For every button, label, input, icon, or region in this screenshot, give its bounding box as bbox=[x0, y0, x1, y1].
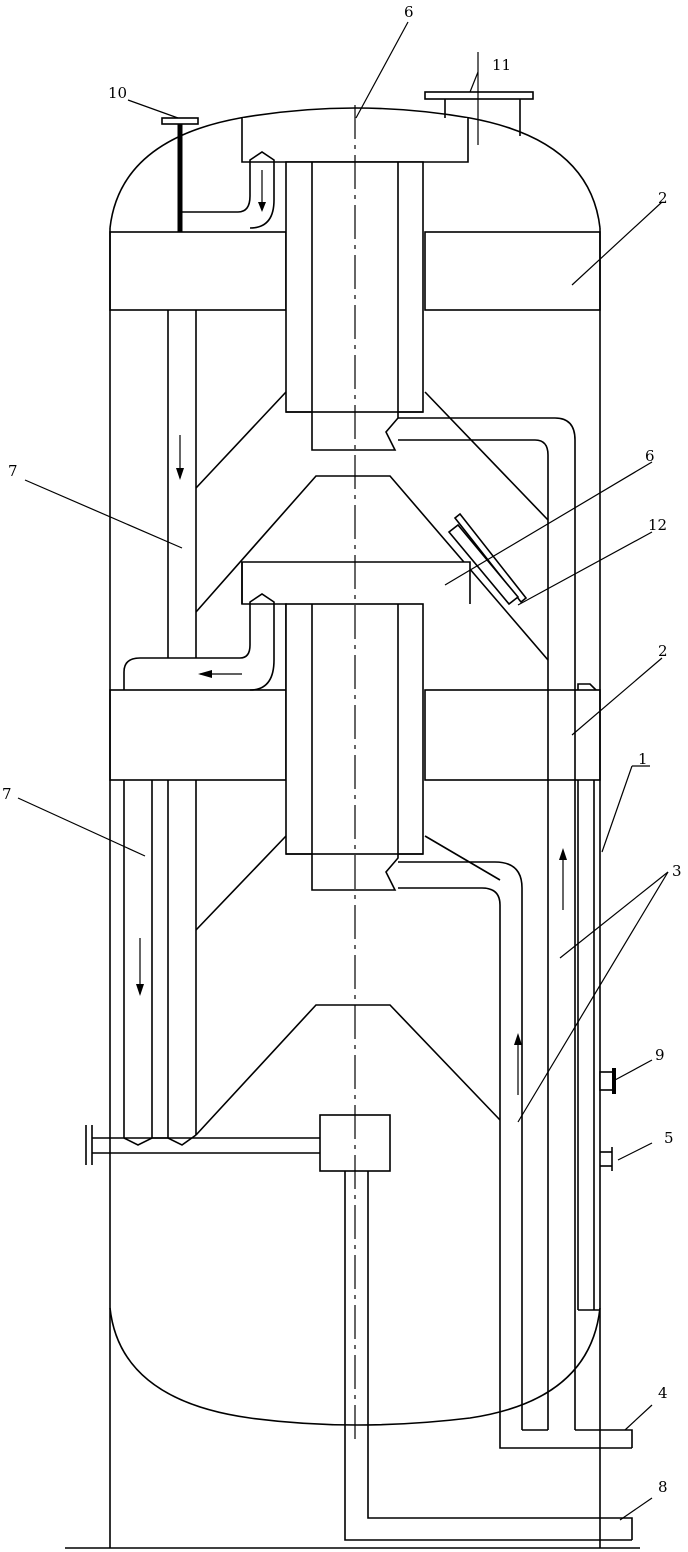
sight-valve bbox=[599, 1068, 616, 1094]
label-12: 12 bbox=[648, 516, 667, 534]
label-8: 8 bbox=[658, 1478, 668, 1496]
middle-chimney bbox=[241, 561, 471, 891]
label-5: 5 bbox=[664, 1129, 674, 1147]
label-4: 4 bbox=[658, 1384, 668, 1402]
top-probe bbox=[161, 117, 199, 232]
collector-header bbox=[85, 1114, 633, 1541]
side-port bbox=[600, 1147, 613, 1171]
label-11: 11 bbox=[492, 56, 511, 74]
part-labels: 6 11 10 2 7 6 12 2 1 7 3 9 5 4 8 bbox=[2, 3, 682, 1496]
downcomer-lower bbox=[123, 780, 197, 1146]
leader-lines bbox=[17, 21, 669, 1521]
riser-pipes bbox=[398, 417, 633, 1449]
label-2-upper: 2 bbox=[658, 189, 668, 207]
label-6-top: 6 bbox=[404, 3, 414, 21]
downcomer-upper bbox=[123, 151, 275, 691]
label-2-lower: 2 bbox=[658, 642, 668, 660]
label-3: 3 bbox=[672, 862, 682, 880]
label-7-upper: 7 bbox=[8, 462, 18, 480]
label-6-mid: 6 bbox=[645, 447, 655, 465]
label-7-lower: 7 bbox=[2, 785, 12, 803]
label-10: 10 bbox=[108, 84, 127, 102]
lower-cone bbox=[195, 835, 501, 1136]
label-1: 1 bbox=[638, 750, 648, 768]
label-9: 9 bbox=[655, 1046, 665, 1064]
top-nozzle bbox=[424, 52, 534, 145]
